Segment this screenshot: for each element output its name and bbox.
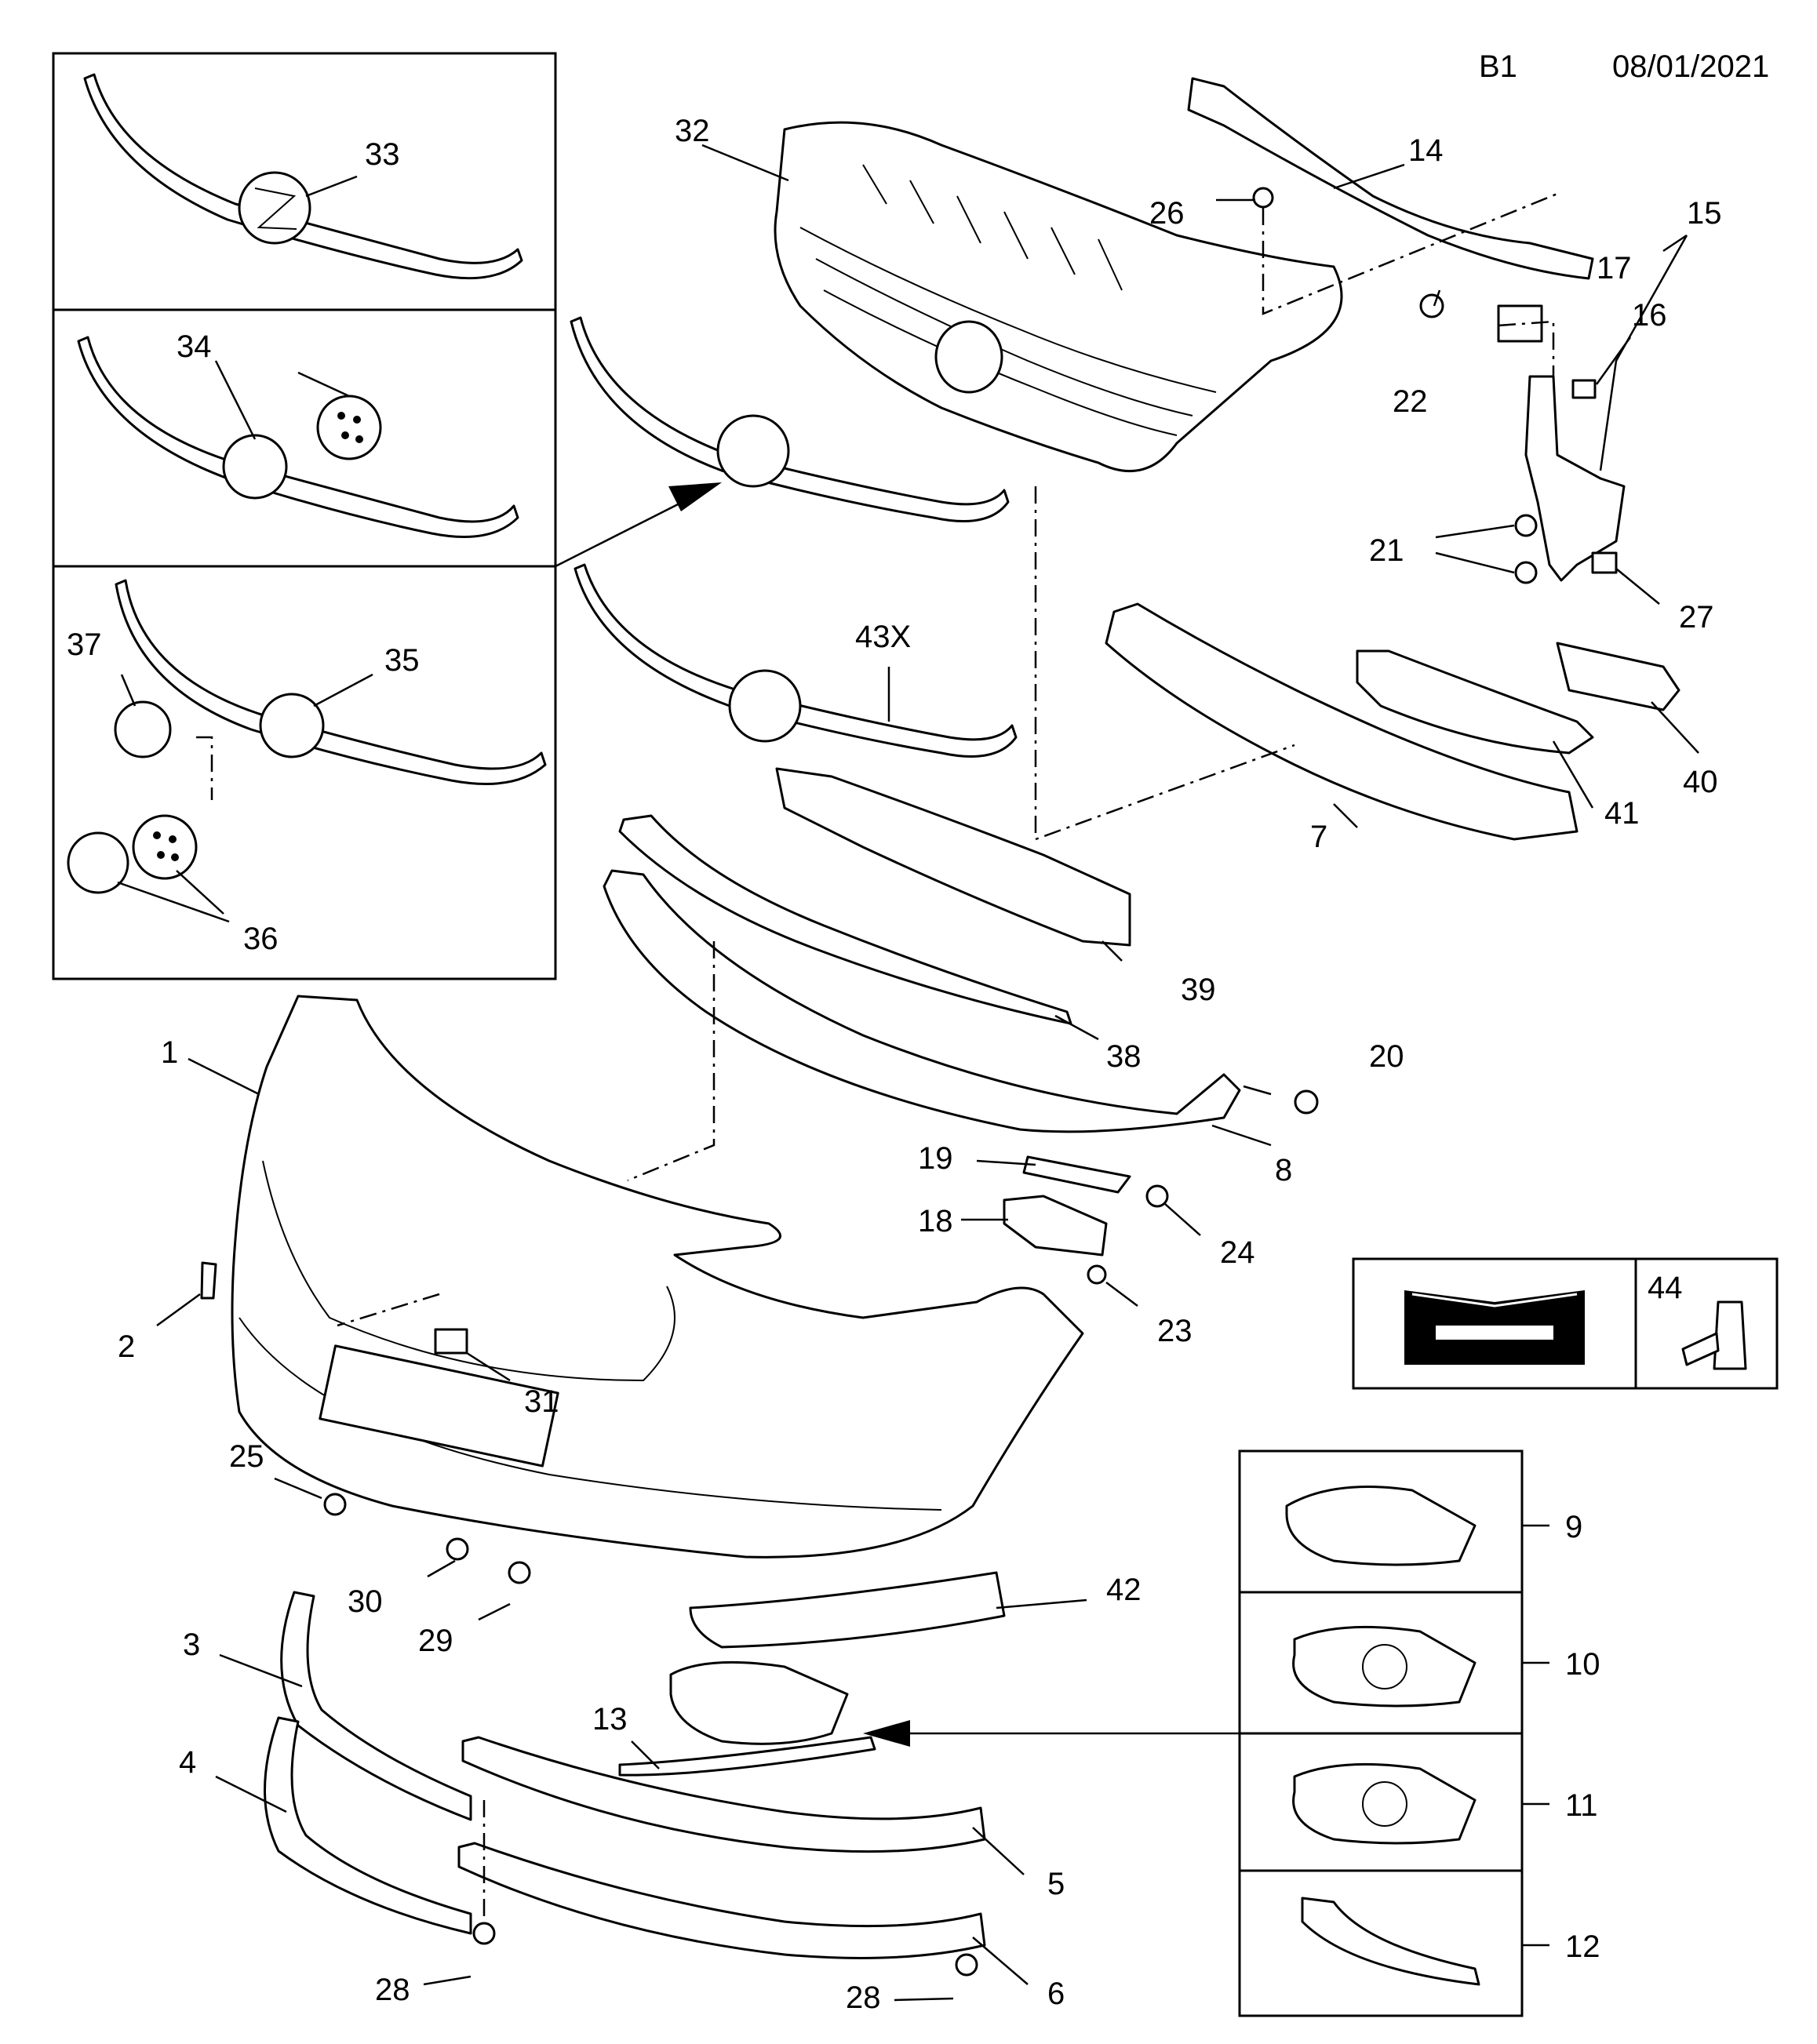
callout-44: 44 xyxy=(1648,1271,1683,1305)
callout-labels: 1 2 3 4 5 6 7 8 9 10 11 12 13 14 15 16 1… xyxy=(67,114,1722,2015)
fasteners xyxy=(323,187,1538,1977)
callout-42: 42 xyxy=(1106,1573,1142,1607)
callout-7: 7 xyxy=(1310,820,1327,854)
leader-lines xyxy=(117,144,1699,2002)
callout-38: 38 xyxy=(1106,1039,1142,1074)
callout-31: 31 xyxy=(524,1384,559,1419)
diagram-code: B1 xyxy=(1479,49,1517,84)
callout-35: 35 xyxy=(384,643,420,678)
grille-trim-43x xyxy=(574,563,1018,758)
callout-16: 16 xyxy=(1632,298,1667,333)
callout-40: 40 xyxy=(1683,765,1718,799)
lower-trim-42 xyxy=(689,1571,1006,1649)
front-strip-6 xyxy=(457,1842,986,1959)
bracket-18-19 xyxy=(1003,1155,1131,1257)
callout-26: 26 xyxy=(1149,196,1185,231)
callout-12: 12 xyxy=(1565,1929,1600,1964)
radiator-grille-32 xyxy=(774,121,1343,473)
callout-34: 34 xyxy=(177,329,212,364)
callout-25: 25 xyxy=(229,1439,264,1474)
callout-13: 13 xyxy=(592,1702,628,1737)
grille-upper-trim xyxy=(570,316,1010,522)
callout-5: 5 xyxy=(1047,1867,1065,1901)
reinforcement-39 xyxy=(775,767,1131,947)
callout-15: 15 xyxy=(1687,196,1722,231)
grille-trim-34 xyxy=(77,336,519,538)
callout-22: 22 xyxy=(1393,384,1428,419)
callout-24: 24 xyxy=(1220,1235,1255,1270)
callout-17: 17 xyxy=(1597,251,1632,286)
callout-1: 1 xyxy=(161,1035,178,1070)
lower-spoiler-8 xyxy=(603,869,1241,1133)
lower-grille-41 xyxy=(1356,649,1594,755)
callout-18: 18 xyxy=(918,1204,953,1238)
callout-20: 20 xyxy=(1369,1039,1404,1074)
callout-29: 29 xyxy=(418,1624,453,1658)
upper-bracket-14 xyxy=(1187,77,1594,280)
grille-trim-33 xyxy=(83,73,523,280)
side-strip-3 xyxy=(280,1591,472,1821)
callout-27: 27 xyxy=(1679,600,1714,635)
callout-19: 19 xyxy=(918,1141,953,1176)
callout-4: 4 xyxy=(179,1745,196,1780)
service-info-box xyxy=(1352,1257,1779,1390)
callout-2: 2 xyxy=(118,1329,135,1364)
clip-31 xyxy=(434,1328,468,1355)
callout-32: 32 xyxy=(675,114,710,148)
grille-trim-35 xyxy=(67,579,547,894)
callout-8: 8 xyxy=(1275,1153,1292,1187)
callout-33: 33 xyxy=(365,137,400,172)
side-bracket-15 xyxy=(1497,304,1626,582)
callout-14: 14 xyxy=(1408,133,1444,168)
callout-37: 37 xyxy=(67,627,102,662)
callout-21: 21 xyxy=(1369,533,1404,568)
callout-3: 3 xyxy=(183,1628,200,1662)
fog-lamp-bezel-13 xyxy=(618,1660,876,1777)
callout-11: 11 xyxy=(1565,1788,1598,1823)
callout-30: 30 xyxy=(348,1584,383,1619)
callout-6: 6 xyxy=(1047,1977,1065,2011)
side-strip-4 xyxy=(264,1716,472,1935)
callout-23: 23 xyxy=(1157,1314,1193,1348)
fog-bezel-variant-box xyxy=(1238,1449,1524,2017)
callout-41: 41 xyxy=(1604,796,1640,831)
callout-43x: 43X xyxy=(855,620,911,654)
diagram-date: 08/01/2021 xyxy=(1612,49,1769,84)
front-strip-5 xyxy=(461,1736,986,1853)
callout-10: 10 xyxy=(1565,1647,1600,1682)
impact-absorber-7 xyxy=(1105,602,1578,841)
callout-39: 39 xyxy=(1181,973,1216,1007)
clip-2 xyxy=(200,1261,217,1300)
callout-28a: 28 xyxy=(375,1973,410,2007)
cover-40 xyxy=(1556,642,1680,711)
callout-28b: 28 xyxy=(846,1980,881,2015)
callout-9: 9 xyxy=(1565,1510,1582,1544)
front-bumper-1 xyxy=(231,995,1084,1558)
grille-variant-inset xyxy=(52,52,557,980)
callout-36: 36 xyxy=(243,922,279,956)
